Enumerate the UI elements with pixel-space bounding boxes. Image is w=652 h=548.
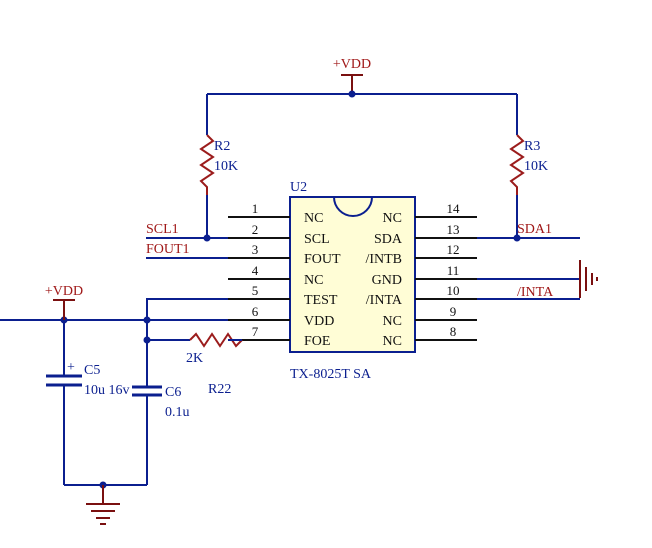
pin-number: 2 (252, 222, 259, 237)
c5-polarity: + (67, 360, 75, 375)
pin-name: /INTB (365, 252, 402, 267)
test-pin-wire (146, 298, 228, 320)
pin-number: 6 (252, 304, 259, 319)
r2-resistor (199, 134, 215, 195)
scl-junction (203, 234, 211, 242)
pin-number: 4 (252, 263, 259, 278)
c6-designator: C6 (165, 385, 181, 400)
pin-name: GND (372, 273, 402, 288)
sda-net-label: SDA1 (517, 222, 552, 237)
right-ground-symbol (579, 260, 598, 298)
ic-left-pins: 1 2 3 4 5 6 7 NC SCL FOUT NC TEST VDD FO… (228, 201, 341, 349)
c5-value: 10u 16v (84, 383, 130, 398)
pin-number: 11 (447, 263, 460, 278)
pin-name: VDD (304, 314, 334, 329)
r2-designator: R2 (214, 139, 230, 154)
r3-resistor (509, 134, 525, 195)
scl-net-label: SCL1 (146, 222, 179, 237)
pin-name: FOUT (304, 252, 341, 267)
pin-name: FOE (304, 334, 330, 349)
pin-number: 5 (252, 283, 259, 298)
ic-notch (333, 196, 373, 217)
pin-number: 7 (252, 324, 259, 339)
pin-number: 1 (252, 201, 259, 216)
pin-number: 13 (447, 222, 460, 237)
top-vdd-label: +VDD (333, 57, 371, 72)
left-vdd-power-symbol: +VDD (45, 284, 83, 320)
inta-net-label: /INTA (517, 285, 554, 300)
rail-junction (348, 90, 356, 98)
r22-value: 2K (186, 351, 203, 366)
bottom-ground-symbol (86, 485, 120, 525)
pin-number: 3 (252, 242, 259, 257)
pin-number: 9 (450, 304, 457, 319)
c6-value: 0.1u (165, 405, 190, 420)
left-vdd-label: +VDD (45, 284, 83, 299)
pin-name: SDA (374, 232, 403, 247)
pin-name: TEST (304, 293, 338, 308)
r22-designator: R22 (208, 382, 231, 397)
pin-name: NC (383, 211, 402, 226)
pin-number: 10 (447, 283, 460, 298)
ic-body (289, 196, 416, 353)
r22-resistor (189, 332, 243, 348)
ic-designator: U2 (290, 180, 307, 195)
pin-name: NC (304, 273, 323, 288)
pin-name: SCL (304, 232, 330, 247)
r3-designator: R3 (524, 139, 540, 154)
sda-junction (513, 234, 521, 242)
pin-number: 8 (450, 324, 457, 339)
pin-name: NC (383, 314, 402, 329)
r3-value: 10K (524, 159, 548, 174)
fout-net-label: FOUT1 (146, 242, 190, 257)
ic-part-number: TX-8025T SA (290, 367, 372, 382)
ic-right-pins: 14 13 12 11 10 9 8 NC SDA /INTB GND /INT… (365, 201, 477, 349)
pin-name: /INTA (366, 293, 403, 308)
top-vdd-power-symbol: +VDD (333, 57, 371, 94)
c5-designator: C5 (84, 363, 100, 378)
pin-number: 14 (447, 201, 461, 216)
pin-number: 12 (447, 242, 460, 257)
pin-name: NC (304, 211, 323, 226)
pin-name: NC (383, 334, 402, 349)
r2-value: 10K (214, 159, 238, 174)
